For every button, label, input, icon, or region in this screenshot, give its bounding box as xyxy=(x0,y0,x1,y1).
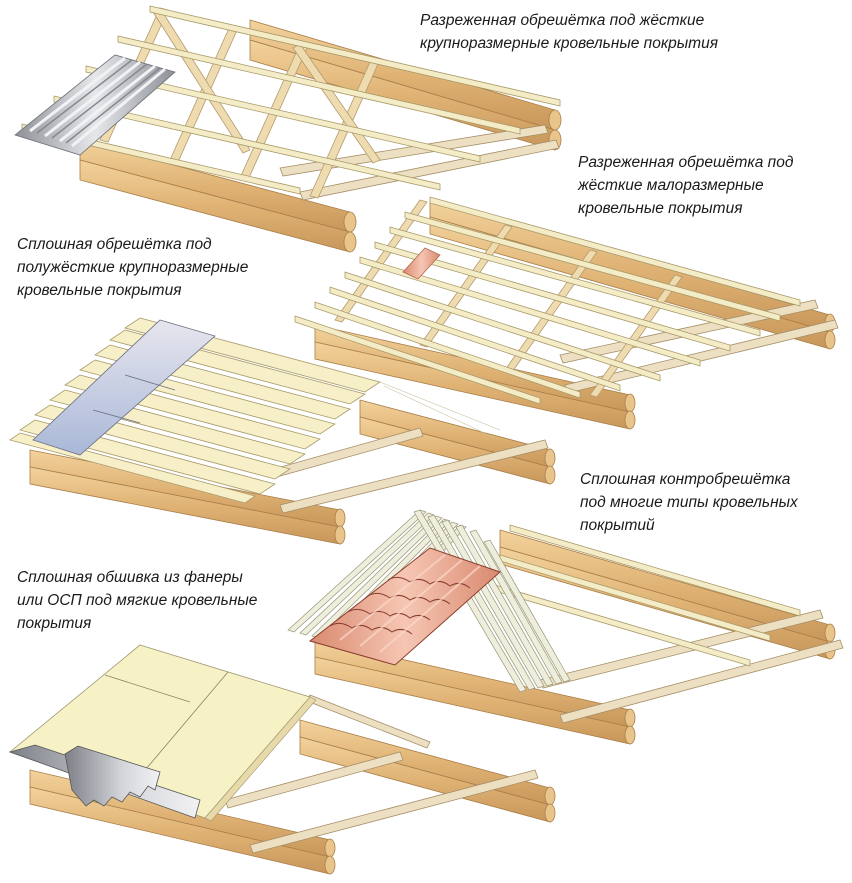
small-tile-sample xyxy=(402,247,441,280)
label-sparse-battens-small-rigid: Разреженная обрешётка под жёсткие малора… xyxy=(578,154,794,217)
label-solid-counter-battens: Сплошная контробрешётка под многие типы … xyxy=(580,471,798,534)
roof-4-solid-counter-battens xyxy=(287,509,844,745)
roof-1-sparse-battens-large-sheets xyxy=(14,5,562,253)
roof-5-solid-osb-plywood xyxy=(8,644,556,875)
label-sparse-battens-large-rigid: Разреженная обрешётка под жёсткие крупно… xyxy=(420,12,718,52)
metal-tile xyxy=(308,547,501,666)
label-solid-plywood-osb: Сплошная обшивка из фанеры или ОСП под м… xyxy=(17,569,258,632)
roof-2-sparse-battens-small-tiles xyxy=(294,196,839,430)
label-solid-battens-semi-rigid: Сплошная обрешётка под полужёсткие крупн… xyxy=(17,236,249,299)
slate-sheets xyxy=(32,319,216,456)
soft-shingles xyxy=(8,744,201,819)
roof-3-solid-boards-semi-rigid xyxy=(9,317,556,545)
corrugated-sheet xyxy=(14,54,176,156)
